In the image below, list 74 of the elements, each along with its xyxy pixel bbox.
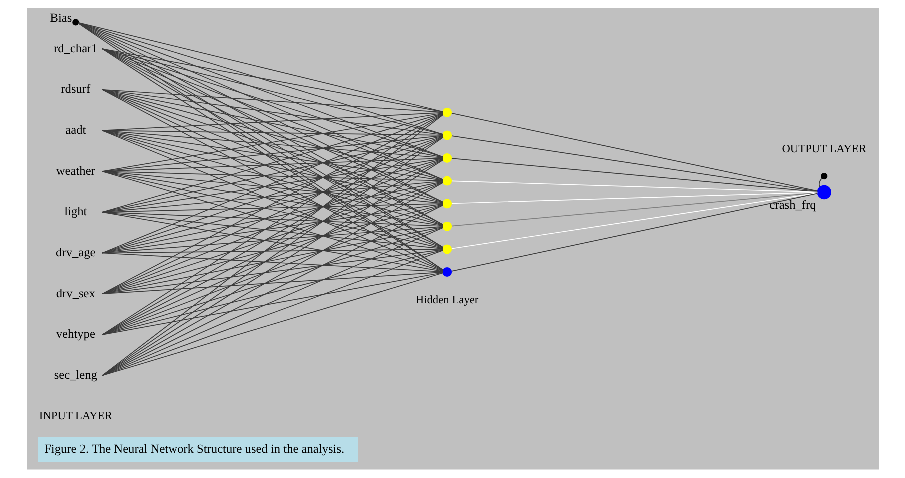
connector <box>451 192 818 250</box>
connector <box>102 48 443 158</box>
connector <box>78 22 443 135</box>
connector <box>102 89 443 136</box>
connector <box>102 171 443 272</box>
connector <box>102 158 443 213</box>
node-circle <box>72 19 79 26</box>
node-circle <box>442 222 452 232</box>
connector <box>102 89 443 158</box>
connector <box>102 226 443 254</box>
node-text: light <box>64 204 87 219</box>
connector <box>102 89 443 181</box>
connector <box>102 130 443 204</box>
connector <box>451 192 818 204</box>
connector <box>78 22 443 112</box>
connector <box>102 136 443 213</box>
node-circle <box>442 176 452 186</box>
connector <box>102 204 443 295</box>
connector <box>102 130 443 226</box>
connector <box>102 48 443 112</box>
connector <box>451 136 818 192</box>
connector <box>102 112 443 132</box>
connector <box>102 171 443 227</box>
caption: Figure 2. The Neural Network Structure used in the analysis. <box>44 442 344 456</box>
label: INPUT LAYER <box>38 410 112 423</box>
connector <box>102 250 443 376</box>
node-text: drv_age <box>56 245 96 260</box>
connector <box>818 178 822 188</box>
connector <box>102 171 443 250</box>
label: Hidden Layer <box>415 294 478 307</box>
connector <box>102 130 443 181</box>
node-circle <box>442 154 452 164</box>
connector <box>102 182 443 295</box>
node-text: drv_sex <box>56 286 95 300</box>
node-text: rd_char1 <box>54 41 98 56</box>
connector <box>102 227 443 336</box>
label: OUTPUT LAYER <box>782 144 866 156</box>
node-text: vehtype <box>56 327 95 342</box>
connector <box>102 272 443 295</box>
connector <box>451 158 818 192</box>
node-circle <box>820 172 828 180</box>
connector <box>451 113 818 192</box>
node-circle <box>816 185 831 200</box>
connector <box>102 272 443 376</box>
connector <box>102 252 443 272</box>
connector <box>102 249 443 295</box>
node-circle <box>442 268 452 277</box>
connector <box>102 250 443 336</box>
node-text: sec_leng <box>54 368 97 382</box>
connector <box>102 130 443 272</box>
connector <box>102 226 443 295</box>
node-label: crash_frq <box>769 198 816 212</box>
connector <box>451 193 818 272</box>
node-circle <box>442 199 452 209</box>
node-circle <box>442 244 452 254</box>
node-text: aadt <box>65 122 86 137</box>
node-text: rdsurf <box>60 82 90 96</box>
connector <box>102 48 443 136</box>
connector <box>102 272 443 336</box>
connector <box>102 112 443 172</box>
connector <box>102 204 443 254</box>
connector <box>102 181 443 254</box>
connector <box>102 212 443 250</box>
connector <box>102 158 443 254</box>
node-text: weather <box>56 164 95 178</box>
connector <box>102 114 443 254</box>
node-circle <box>442 108 452 118</box>
connector <box>451 192 818 227</box>
node-circle <box>442 130 452 140</box>
connector <box>102 113 443 213</box>
node-label: Bias <box>50 10 72 25</box>
connector <box>102 212 443 272</box>
connector <box>451 180 818 193</box>
connector <box>102 89 443 204</box>
